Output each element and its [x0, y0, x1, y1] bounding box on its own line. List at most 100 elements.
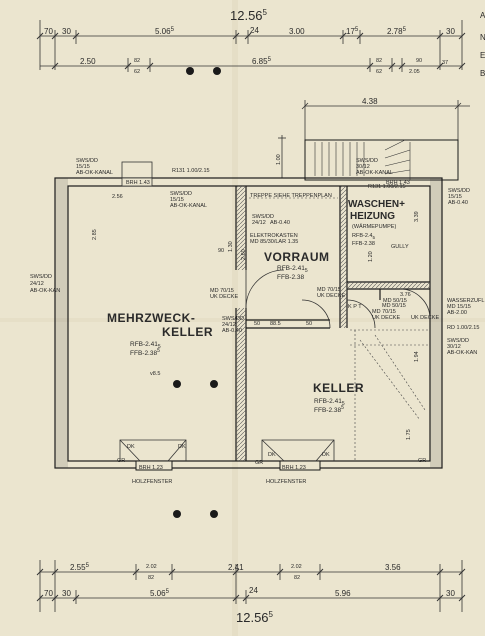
svg-text:MD 70/15: MD 70/15	[210, 288, 234, 294]
svg-text:DK: DK	[127, 444, 135, 450]
door-swings	[245, 269, 431, 329]
svg-text:24/12: 24/12	[222, 322, 236, 328]
svg-text:AB-OK-KANAL: AB-OK-KANAL	[76, 170, 113, 176]
window-top-left-opening	[121, 177, 153, 187]
keller-ffb: FFB-2.385	[314, 405, 344, 414]
svg-text:50: 50	[254, 321, 260, 327]
svg-text:50: 50	[306, 321, 312, 327]
svg-text:88.5: 88.5	[270, 321, 281, 327]
svg-text:GULLY: GULLY	[391, 244, 409, 250]
top-dim-506: 5.065	[155, 27, 175, 36]
room-mehrzweck-line1: MEHRZWECK-	[107, 311, 195, 325]
bot-dim-30: 30	[62, 589, 71, 598]
bot-dim-596: 5.96	[335, 589, 351, 598]
svg-text:2.60: 2.60	[241, 249, 247, 260]
svg-text:DK: DK	[178, 444, 186, 450]
dashed-outlines	[249, 197, 430, 461]
bot-dim-202b: 2.02	[291, 564, 302, 570]
svg-text:GR: GR	[117, 458, 125, 464]
svg-text:MD 50/15: MD 50/15	[382, 303, 406, 309]
svg-text:UK DECKE: UK DECKE	[372, 315, 400, 321]
svg-text:AB-0.40: AB-0.40	[222, 328, 242, 334]
svg-text:SWS/DD: SWS/DD	[252, 214, 274, 220]
svg-text:ELEKTROKASTEN: ELEKTROKASTEN	[250, 233, 298, 239]
bottom-dim-ticks	[36, 568, 466, 602]
bot-dim-356: 3.56	[385, 563, 401, 572]
bot-dim-24: 24	[249, 586, 258, 595]
top-dim-90: 90	[416, 58, 422, 64]
depth-438: 4.38	[362, 97, 378, 106]
punch-hole	[173, 510, 181, 518]
svg-text:MD 70/15: MD 70/15	[372, 309, 396, 315]
top-dim-70: 70	[44, 27, 53, 36]
svg-text:AB-OK-KAN: AB-OK-KAN	[447, 350, 477, 356]
svg-text:HOLZFENSTER: HOLZFENSTER	[266, 479, 306, 485]
svg-text:SWS/DD: SWS/DD	[448, 188, 470, 194]
svg-text:MD 70/15: MD 70/15	[317, 287, 341, 293]
top-dim-30: 30	[62, 27, 71, 36]
bot-dim-30-right: 30	[446, 589, 455, 598]
top-dim-250: 2.50	[80, 57, 96, 66]
punch-hole	[210, 510, 218, 518]
svg-text:30/12: 30/12	[356, 164, 370, 170]
svg-text:R131 1.00/2.15: R131 1.00/2.15	[172, 168, 210, 174]
top-dim-30-right: 30	[446, 27, 455, 36]
svg-text:BRH 1.43: BRH 1.43	[386, 180, 410, 186]
top-dim-685: 6.855	[252, 57, 272, 66]
exterior-walls	[54, 177, 443, 469]
svg-text:HOLZFENSTER: HOLZFENSTER	[132, 479, 172, 485]
margin-letter-e: E	[480, 51, 485, 60]
svg-text:1.75: 1.75	[406, 429, 412, 440]
top-dim-24: 24	[250, 26, 259, 35]
keller-rfb: RFB-2.415	[314, 398, 345, 407]
svg-text:GR: GR	[255, 460, 263, 466]
top-dim-37: 37	[442, 60, 448, 66]
stair-steps	[314, 139, 411, 180]
bot-dim-241: 2.41	[228, 563, 244, 572]
svg-text:SWS/DD: SWS/DD	[170, 191, 192, 197]
svg-text:1.94: 1.94	[414, 351, 420, 362]
svg-text:MD 85/30/LAR 1.35: MD 85/30/LAR 1.35	[250, 239, 298, 245]
depth-dimension	[278, 100, 470, 178]
svg-text:DK: DK	[268, 452, 276, 458]
window-light-wells	[119, 439, 335, 462]
bot-dim-202: 2.02	[146, 564, 157, 570]
svg-text:3.39: 3.39	[414, 211, 420, 222]
svg-text:15/15: 15/15	[448, 194, 462, 200]
top-dim-82b: 82	[376, 58, 382, 64]
vorraum-rfb: RFB-2.415	[277, 265, 308, 274]
svg-text:30/12: 30/12	[447, 344, 461, 350]
svg-text:TREPPE SIEHE TREPPENPLAN: TREPPE SIEHE TREPPENPLAN	[250, 193, 332, 199]
margin-letter-b: B	[480, 69, 485, 78]
top-dim-ticks	[36, 32, 466, 70]
svg-text:AB-OK-KANAL: AB-OK-KANAL	[356, 170, 393, 176]
room-waschen-line1: WASCHEN+	[348, 199, 405, 210]
punch-hole	[173, 380, 181, 388]
bottom-total-dimension: 12.565	[236, 610, 274, 625]
svg-text:24/12: 24/12	[252, 220, 266, 226]
svg-text:1.20: 1.20	[368, 251, 374, 262]
svg-text:RD 1.00/2.15: RD 1.00/2.15	[447, 325, 479, 331]
bot-dim-70: 70	[44, 589, 53, 598]
punch-hole	[186, 67, 194, 75]
room-mehrzweck-line2: KELLER	[162, 325, 213, 339]
bottom-windows	[135, 460, 321, 471]
room-waschen-line2: HEIZUNG	[350, 211, 395, 222]
svg-text:GR: GR	[418, 458, 426, 464]
svg-text:2.56: 2.56	[112, 194, 123, 200]
svg-text:SWS/DD: SWS/DD	[447, 338, 469, 344]
svg-text:15/15: 15/15	[76, 164, 90, 170]
svg-text:UK DECKE: UK DECKE	[411, 315, 439, 321]
top-dim-278: 2.785	[387, 27, 407, 36]
svg-text:1.30: 1.30	[228, 241, 234, 252]
svg-text:SWS/DD: SWS/DD	[356, 158, 378, 164]
top-dim-62b: 62	[376, 69, 382, 75]
bot-dim-255: 2.555	[70, 563, 90, 572]
svg-text:v8.5: v8.5	[150, 371, 160, 377]
svg-text:MD 15/15: MD 15/15	[447, 304, 471, 310]
svg-text:UK DECKE: UK DECKE	[210, 294, 238, 300]
svg-text:SWS/DD: SWS/DD	[222, 316, 244, 322]
waschen-sub: (WÄRMEPUMPE)	[352, 223, 396, 230]
svg-text:BRH 1.23: BRH 1.23	[282, 465, 306, 471]
top-dim-205: 2.05	[409, 69, 420, 75]
